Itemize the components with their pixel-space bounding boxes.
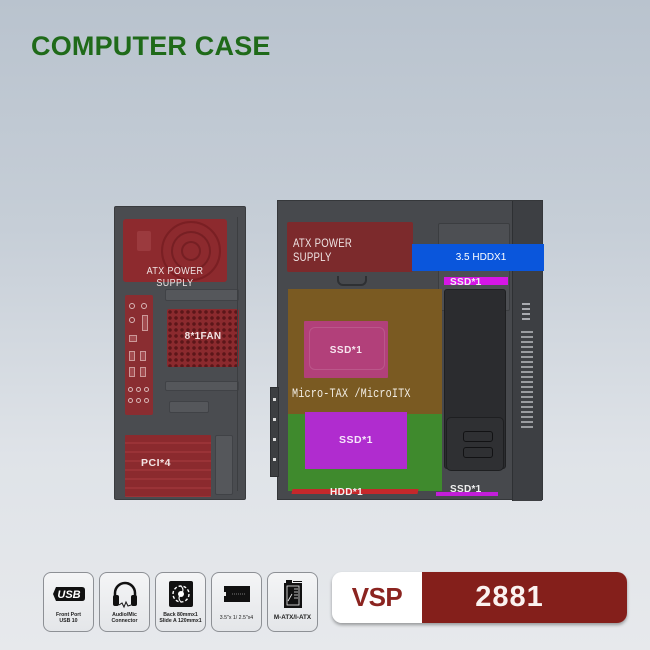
audio-port-icon <box>141 303 147 309</box>
ssd-top-strip <box>444 277 508 285</box>
rear-fan-grille: 8*1FAN <box>167 309 239 367</box>
headphone-icon <box>110 579 140 609</box>
side-psu: ATX POWER SUPPLY <box>287 222 413 272</box>
drive-icon <box>223 579 251 609</box>
power-plug-icon <box>137 231 151 251</box>
feature-drive-caption: 3.5"x 1/ 2.5"x4 <box>220 615 253 621</box>
ssd-upper-label: SSD*1 <box>329 345 363 356</box>
usb-icon: USB <box>52 579 86 609</box>
ssd-slot-lower: SSD*1 <box>305 412 407 469</box>
audio-jack-icon <box>128 387 133 392</box>
ssd-slot-upper: SSD*1 <box>304 321 388 378</box>
psu-fan-icon <box>161 221 221 281</box>
rear-vent-slot <box>165 289 239 301</box>
motherboard-icon <box>282 579 304 609</box>
feature-usb: USB Front Port USB 10 <box>43 572 94 632</box>
audio-port-icon <box>129 303 135 309</box>
psu-handle <box>337 276 367 286</box>
feature-audio: Audio/Mic Connector <box>99 572 150 632</box>
audio-jack-icon <box>136 387 141 392</box>
rear-vent-slot <box>169 401 209 413</box>
audio-jack-icon <box>144 387 149 392</box>
ssd-bottom-label: SSD*1 <box>450 484 482 495</box>
expansion-bracket <box>270 387 279 477</box>
caption-line: Slide A 120mmx1 <box>159 618 202 624</box>
rear-fan-label: 8*1FAN <box>184 331 222 342</box>
feature-fan: Back 80mmx1 Slide A 120mmx1 <box>155 572 206 632</box>
pci-label: PCI*4 <box>141 457 171 469</box>
pci-bracket <box>215 435 233 495</box>
rear-vent-slot <box>165 381 239 391</box>
caption-line: M-ATX/I-ATX <box>273 614 312 621</box>
rear-io-panel <box>125 295 153 415</box>
motherboard-label: Micro-TAX /MicroITX <box>292 386 411 401</box>
side-psu-label: ATX POWER SUPPLY <box>293 236 353 264</box>
rear-psu: ATX POWER SUPPLY <box>123 219 227 289</box>
hdd-3-5-bay: 3.5 HDDX1 <box>412 244 544 271</box>
caption-line: Back 80mmx1 <box>163 612 198 618</box>
feature-audio-caption: Audio/Mic Connector <box>112 612 138 624</box>
caption-line: Front Port <box>55 612 82 618</box>
usb-port-icon <box>129 367 135 377</box>
caption-line: 3.5"x 1/ 2.5"x4 <box>219 615 254 621</box>
feature-usb-caption: Front Port USB 10 <box>56 612 81 624</box>
feature-drive: 3.5"x 1/ 2.5"x4 <box>211 572 262 632</box>
ssd-outline <box>309 327 385 370</box>
fan-icon <box>168 579 194 609</box>
caption-line: USB 10 <box>59 618 78 624</box>
rear-psu-label: ATX POWER SUPPLY <box>146 265 204 289</box>
brand-bar: VSP 2881 <box>332 572 627 623</box>
ssd-lower-label: SSD*1 <box>338 434 373 446</box>
rear-rail <box>237 217 241 491</box>
lan-port-icon <box>140 367 146 377</box>
audio-jack-icon <box>136 398 141 403</box>
svg-text:USB: USB <box>57 589 80 601</box>
ssd-tray <box>446 417 504 471</box>
feature-icons: USB Front Port USB 10 Audio/Mic Connecto… <box>43 572 318 632</box>
brand-logo: VSP <box>332 572 422 623</box>
front-buttons <box>522 303 530 323</box>
audio-jack-icon <box>128 398 133 403</box>
feature-motherboard-caption: M-ATX/I-ATX <box>273 614 312 621</box>
ssd-top-label: SSD*1 <box>450 277 482 288</box>
hdd-bottom-label: HDD*1 <box>330 487 364 498</box>
case-side-view: ATX POWER SUPPLY SSD*1 Micro-TAX /MicroI… <box>270 200 544 501</box>
model-number: 2881 <box>422 572 627 623</box>
page-title: COMPUTER CASE <box>31 31 271 61</box>
front-vent <box>521 331 533 431</box>
ps2-port-icon <box>129 335 137 342</box>
feature-motherboard: M-ATX/I-ATX <box>267 572 318 632</box>
case-rear-view: ATX POWER SUPPLY 8*1FAN PCI*4 <box>114 206 246 500</box>
caption-line: Connector <box>111 618 138 624</box>
vga-port-icon <box>142 315 148 331</box>
pci-slots: PCI*4 <box>125 435 211 497</box>
usb-port-icon <box>140 351 146 361</box>
audio-jack-icon <box>144 398 149 403</box>
feature-fan-caption: Back 80mmx1 Slide A 120mmx1 <box>159 612 201 624</box>
usb-port-icon <box>129 351 135 361</box>
caption-line: Audio/Mic <box>112 612 137 618</box>
ssd-bottom-strip <box>436 492 498 496</box>
audio-port-icon <box>129 317 135 323</box>
